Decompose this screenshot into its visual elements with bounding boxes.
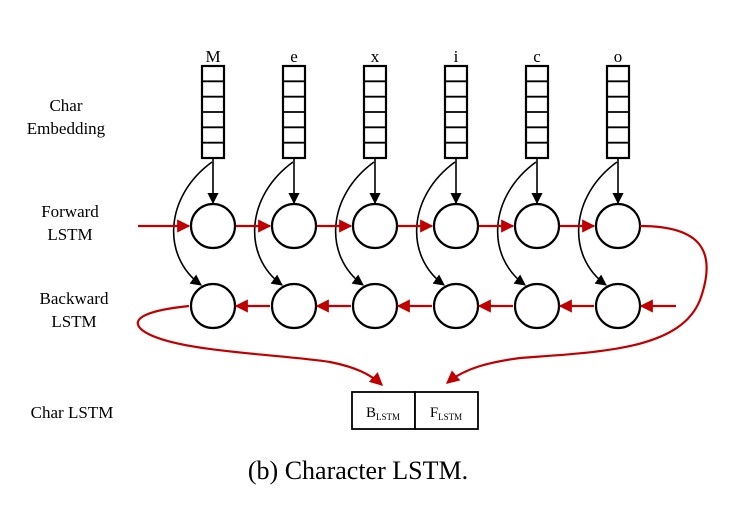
char-label-5: o — [614, 47, 623, 66]
char-label-1: e — [290, 47, 298, 66]
backward-lstm-cell-0 — [189, 282, 237, 330]
char-label-4: c — [533, 47, 541, 66]
backward-lstm-cell-4 — [513, 282, 561, 330]
char-label-2: x — [371, 47, 380, 66]
forward-lstm-cell-3 — [432, 202, 480, 250]
output-label-forward: FLSTM — [430, 405, 462, 422]
backward-final-to-output — [136, 304, 383, 386]
forward-lstm-cell-4 — [513, 202, 561, 250]
backward-lstm-cell-5 — [594, 282, 642, 330]
char-label-3: i — [454, 47, 459, 66]
forward-lstm-cell-0 — [189, 202, 237, 250]
char-label-0: M — [205, 47, 220, 66]
row-label-char-lstm: Char LSTM — [31, 403, 114, 422]
output-box-backward — [351, 391, 416, 430]
forward-lstm-cell-5 — [594, 202, 642, 250]
row-label-forward-line2: LSTM — [47, 225, 92, 244]
row-label-backward-line1: Backward — [40, 289, 109, 308]
forward-lstm-chain — [138, 219, 708, 384]
figure-caption: (b) Character LSTM. — [248, 456, 468, 485]
forward-final-to-output — [445, 224, 708, 384]
forward-lstm-cell-1 — [270, 202, 318, 250]
backward-lstm-cell-3 — [432, 282, 480, 330]
backward-lstm-chain — [136, 299, 676, 386]
backward-lstm-cell-2 — [351, 282, 399, 330]
row-label-embedding-line1: Char — [49, 96, 82, 115]
row-label-backward-line2: LSTM — [51, 312, 96, 331]
forward-lstm-cell-2 — [351, 202, 399, 250]
row-label-embedding-line2: Embedding — [27, 119, 106, 138]
output-box-forward — [414, 391, 479, 430]
row-label-forward-line1: Forward — [41, 202, 99, 221]
char-lstm-output: BLSTM FLSTM — [351, 391, 479, 430]
backward-lstm-cell-1 — [270, 282, 318, 330]
output-label-backward: BLSTM — [366, 405, 400, 422]
